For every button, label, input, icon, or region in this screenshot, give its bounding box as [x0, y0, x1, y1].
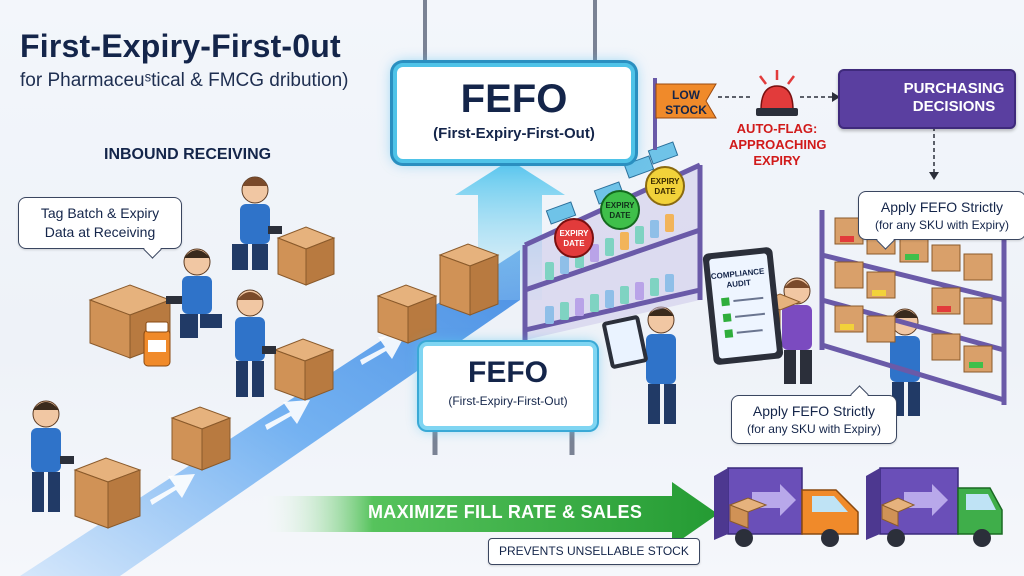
- tag-batch-callout: Tag Batch & Expiry Data at Receiving: [18, 197, 182, 249]
- inbound-boxes: [73, 226, 500, 529]
- barcode-scanner-icon: [60, 456, 74, 464]
- inbound-receiving-label: INBOUND RECEIVING: [104, 146, 272, 163]
- expiry-tag-red-line1: EXPIRY: [559, 229, 589, 238]
- page-title: First-Expiry-First-0ut: [20, 28, 341, 64]
- alarm-siren-icon: [756, 70, 798, 116]
- fefo-sign-top: FEFO (First-Expiry-First-Out): [393, 63, 635, 163]
- tag-batch-line2: Data at Receiving: [44, 224, 156, 240]
- expiry-date-tag-yellow: EXPIRY DATE: [645, 166, 685, 206]
- maximize-fill-rate-label: MAXIMIZE FILL RATE & SALES: [368, 502, 643, 522]
- sign-hangers: [423, 0, 597, 455]
- page-subtitle: for Pharmaceuˢtical & FMCG dribution): [20, 70, 349, 91]
- fefo-sign-top-title: FEFO: [460, 77, 568, 121]
- expiry-tag-green-line1: EXPIRY: [605, 201, 635, 210]
- right-shelving: [819, 210, 1007, 405]
- medicine-bottles: [545, 214, 674, 324]
- barcode-scanner-icon: [166, 296, 182, 304]
- pharmacy-shelving: EXPIRY DATE EXPIRY DATE EXPIRY DATE: [522, 141, 703, 340]
- box-flow-3: [376, 284, 438, 344]
- prevents-unsellable-callout: PREVENTS UNSELLABLE STOCK: [488, 538, 700, 565]
- fefo-sign-middle: FEFO (First-Expiry-First-Out): [419, 342, 597, 430]
- fefo-sign-middle-subtitle: (First-Expiry-First-Out): [448, 394, 568, 408]
- purchasing-line1: PURCHASING: [903, 80, 1005, 97]
- shelf-boxes: [834, 217, 993, 373]
- apply-fefo-bottom-sub: (for any SKU with Expiry): [746, 422, 882, 436]
- apply-fefo-callout-top: Apply FEFO Strictly (for any SKU with Ex…: [858, 191, 1024, 240]
- purchasing-decisions-label: PURCHASING DECISIONS: [898, 80, 1010, 116]
- auto-flag-line1: AUTO-FLAG:: [736, 121, 818, 136]
- worker-scanning-top: [232, 176, 282, 270]
- expiry-tag-green-line2: DATE: [609, 211, 631, 220]
- purchasing-decisions-box: PURCHASING DECISIONS: [838, 69, 1016, 129]
- purchasing-line2: DECISIONS: [912, 98, 996, 115]
- fill-rate-banner-arrow: [258, 482, 718, 546]
- worker-tablet-center: [602, 306, 676, 424]
- audit-title-line2: AUDIT: [726, 278, 751, 290]
- expiry-date-tag-red: EXPIRY DATE: [554, 218, 594, 258]
- compliance-audit-board: COMPLIANCE AUDIT: [702, 247, 784, 365]
- low-stock-line1: LOW: [672, 88, 700, 102]
- expiry-tag-red-line2: DATE: [563, 239, 585, 248]
- auto-flag-line2: APPROACHING: [729, 137, 827, 152]
- box-flow-4: [438, 243, 500, 316]
- apply-fefo-top-sub: (for any SKU with Expiry): [874, 218, 1010, 232]
- apply-fefo-bottom-main: Apply FEFO Strictly: [752, 403, 876, 419]
- auto-flag-alert: AUTO-FLAG: APPROACHING EXPIRY: [729, 121, 827, 169]
- delivery-truck-1: [714, 467, 859, 547]
- box-bottom: [73, 457, 142, 529]
- barcode-scanner-icon: [262, 346, 276, 354]
- expiry-tag-yellow-line2: DATE: [654, 187, 676, 196]
- fefo-sign-top-subtitle: (First-Expiry-First-Out): [433, 125, 595, 142]
- auto-flag-line3: EXPIRY: [753, 153, 801, 168]
- box-receiving: [276, 226, 336, 286]
- worker-bottom-left: [31, 400, 74, 512]
- barcode-scanner-icon: [268, 226, 282, 234]
- low-stock-flag: [653, 78, 717, 150]
- tag-batch-line1: Tag Batch & Expiry: [40, 205, 160, 221]
- fefo-sign-middle-title: FEFO: [468, 356, 548, 389]
- expiry-date-tag-green: EXPIRY DATE: [600, 190, 640, 230]
- low-stock-label: LOW STOCK: [656, 86, 716, 120]
- apply-fefo-callout-bottom: Apply FEFO Strictly (for any SKU with Ex…: [731, 395, 897, 444]
- worker-kneeling: [166, 248, 222, 338]
- worker-standing-mid: [235, 289, 276, 397]
- box-flow-1: [170, 406, 232, 471]
- apply-fefo-top-main: Apply FEFO Strictly: [880, 199, 1004, 215]
- dashed-connectors: [718, 92, 939, 180]
- audit-checklist: [721, 296, 766, 339]
- medicine-bottle-icon: [143, 321, 171, 367]
- low-stock-line2: STOCK: [665, 103, 707, 117]
- delivery-truck-2: [866, 467, 1003, 547]
- expiry-tag-yellow-line1: EXPIRY: [650, 177, 680, 186]
- digital-price-tags: [545, 141, 679, 225]
- box-flow-2: [273, 338, 335, 401]
